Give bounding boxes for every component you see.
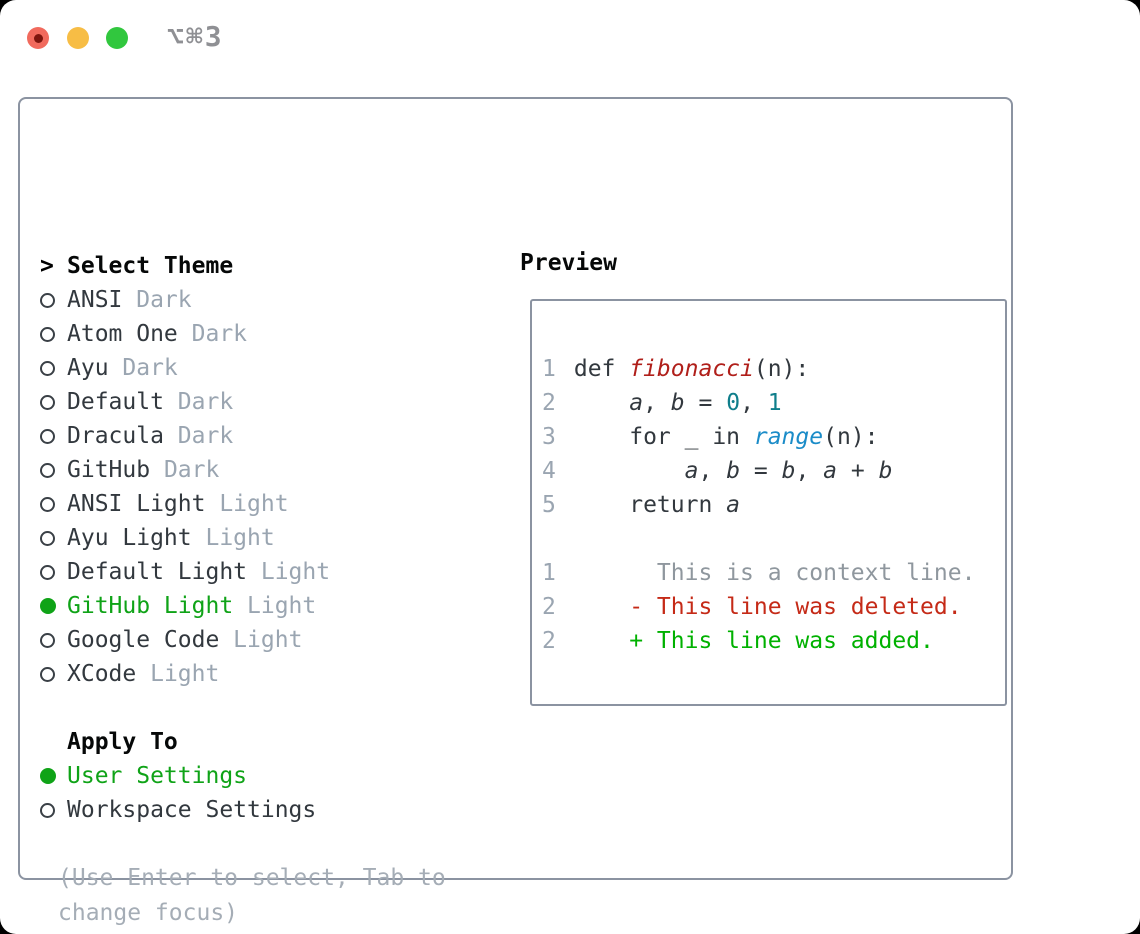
code-line: 5 return a bbox=[542, 488, 1005, 522]
theme-option[interactable]: Ayu Light Light bbox=[40, 521, 330, 555]
code-line: 4 a, b = b, a + b bbox=[542, 454, 1005, 488]
theme-option[interactable]: Dracula Dark bbox=[40, 419, 330, 453]
line-number: 1 bbox=[542, 356, 556, 382]
theme-option[interactable]: Google Code Light bbox=[40, 623, 330, 657]
minimize-button[interactable] bbox=[67, 27, 89, 49]
radio-selected-icon bbox=[40, 598, 56, 614]
radio-icon bbox=[40, 326, 55, 342]
option-label: Ayu Light Light bbox=[67, 525, 275, 551]
radio-icon bbox=[40, 496, 55, 512]
apply-to-header: Apply To bbox=[40, 725, 316, 759]
variant-suffix: Dark bbox=[108, 355, 178, 381]
code-line: 1 This is a context line. bbox=[542, 556, 1005, 590]
code-line: 2 - This line was deleted. bbox=[542, 590, 1005, 624]
theme-option[interactable]: Default Light Light bbox=[40, 555, 330, 589]
option-label: Default Light Light bbox=[67, 559, 331, 585]
line-number: 4 bbox=[542, 458, 556, 484]
line-number: 2 bbox=[542, 594, 556, 620]
line-number: 2 bbox=[542, 628, 556, 654]
option-label: Dracula Dark bbox=[67, 423, 234, 449]
variant-suffix: Light bbox=[219, 627, 303, 653]
code-line: 2 a, b = 0, 1 bbox=[542, 386, 1005, 420]
variant-suffix: Dark bbox=[177, 321, 248, 347]
variant-suffix: Dark bbox=[122, 287, 192, 313]
apply-option[interactable]: Workspace Settings bbox=[40, 793, 316, 827]
radio-icon bbox=[40, 564, 55, 580]
code-line: 2 + This line was added. bbox=[542, 624, 1005, 658]
select-theme-title: Select Theme bbox=[67, 253, 234, 279]
option-label: XCode Light bbox=[67, 661, 220, 687]
radio-icon bbox=[40, 666, 55, 682]
variant-suffix: Light bbox=[247, 559, 331, 585]
radio-icon bbox=[40, 394, 55, 410]
option-label: User Settings bbox=[67, 763, 248, 789]
option-label: ANSI Dark bbox=[67, 287, 192, 313]
variant-suffix: Dark bbox=[163, 389, 234, 415]
line-number: 5 bbox=[542, 492, 556, 518]
radio-icon bbox=[40, 360, 55, 376]
option-label: GitHub Light Light bbox=[67, 593, 317, 619]
option-label: Ayu Dark bbox=[67, 355, 178, 381]
theme-option[interactable]: Ayu Dark bbox=[40, 351, 330, 385]
radio-selected-icon bbox=[40, 768, 56, 784]
code-line: 3 for _ in range(n): bbox=[542, 420, 1005, 454]
cursor-indicator: > bbox=[40, 253, 54, 279]
close-button[interactable] bbox=[27, 27, 49, 49]
apply-to-title: Apply To bbox=[67, 729, 178, 755]
theme-option[interactable]: GitHub Dark bbox=[40, 453, 330, 487]
theme-option[interactable]: Atom One Dark bbox=[40, 317, 330, 351]
window-shortcut-label: ⌥⌘3 bbox=[167, 20, 224, 53]
line-number: 1 bbox=[542, 560, 556, 586]
option-label: GitHub Dark bbox=[67, 457, 220, 483]
code-line bbox=[542, 522, 1005, 556]
line-number: 3 bbox=[542, 424, 556, 450]
line-number: 2 bbox=[542, 390, 556, 416]
variant-suffix: Light bbox=[205, 491, 289, 517]
radio-icon bbox=[40, 462, 55, 478]
variant-suffix: Light bbox=[191, 525, 275, 551]
keyboard-hint: (Use Enter to select, Tab to change focu… bbox=[58, 865, 446, 926]
theme-option[interactable]: XCode Light bbox=[40, 657, 330, 691]
radio-icon bbox=[40, 428, 55, 444]
apply-option[interactable]: User Settings bbox=[40, 759, 316, 793]
radio-icon bbox=[40, 292, 55, 308]
variant-suffix: Light bbox=[136, 661, 220, 687]
theme-option[interactable]: ANSI Dark bbox=[40, 283, 330, 317]
preview-title: Preview bbox=[520, 250, 617, 276]
option-label: Atom One Dark bbox=[67, 321, 248, 347]
variant-suffix: Dark bbox=[150, 457, 220, 483]
zoom-button[interactable] bbox=[106, 27, 128, 49]
theme-option[interactable]: GitHub Light Light bbox=[40, 589, 330, 623]
variant-suffix: Light bbox=[233, 593, 317, 619]
option-label: ANSI Light Light bbox=[67, 491, 289, 517]
radio-icon bbox=[40, 802, 55, 818]
option-label: Google Code Light bbox=[67, 627, 303, 653]
theme-option[interactable]: ANSI Light Light bbox=[40, 487, 330, 521]
radio-icon bbox=[40, 530, 55, 546]
radio-icon bbox=[40, 632, 55, 648]
option-label: Default Dark bbox=[67, 389, 234, 415]
theme-option[interactable]: Default Dark bbox=[40, 385, 330, 419]
variant-suffix: Dark bbox=[163, 423, 234, 449]
select-theme-header: > Select Theme bbox=[40, 249, 330, 283]
close-dot-icon bbox=[33, 33, 43, 43]
option-label: Workspace Settings bbox=[67, 797, 317, 823]
